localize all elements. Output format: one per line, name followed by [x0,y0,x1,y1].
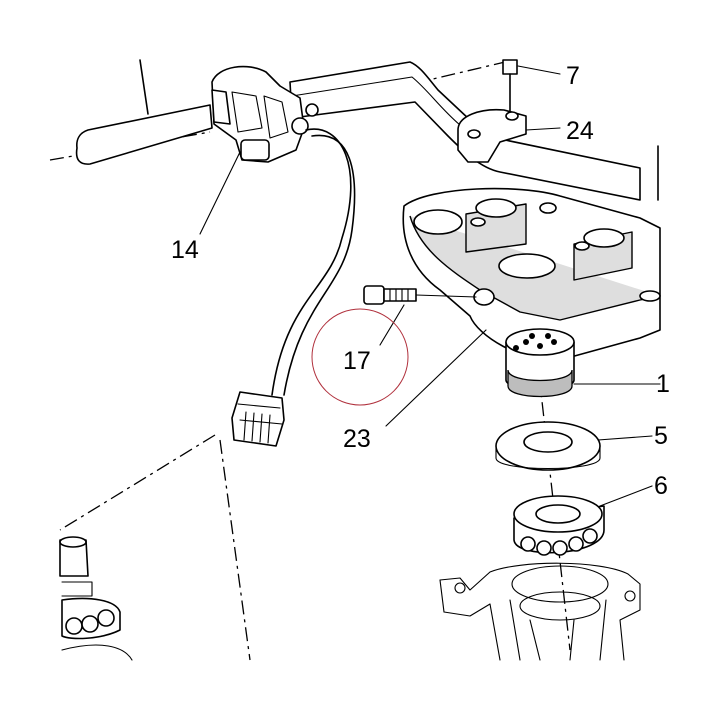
callout-17: 17 [343,347,371,375]
callout-6: 6 [654,472,668,500]
bolt-17 [363,285,477,305]
leader-lines [199,65,661,507]
callout-labels: 7 24 14 17 23 1 5 6 [171,62,670,500]
callout-5: 5 [654,422,668,450]
stem-nut [505,328,575,398]
handlebar [75,59,641,201]
clamp-24 [457,108,527,163]
callout-7: 7 [566,62,580,90]
bearing [513,495,605,556]
callout-1: 1 [656,370,670,398]
left-stem-bearing [59,536,133,661]
highlight-circle-17 [311,308,409,406]
steering-stem [439,562,641,661]
callout-14: 14 [171,236,199,264]
connector [231,391,285,447]
wiring-harness [271,128,356,396]
callout-23: 23 [343,425,371,453]
top-yoke [402,187,661,361]
switch-housing [211,65,319,163]
washer [495,421,601,471]
callout-24: 24 [566,117,594,145]
screw-7 [502,59,518,113]
